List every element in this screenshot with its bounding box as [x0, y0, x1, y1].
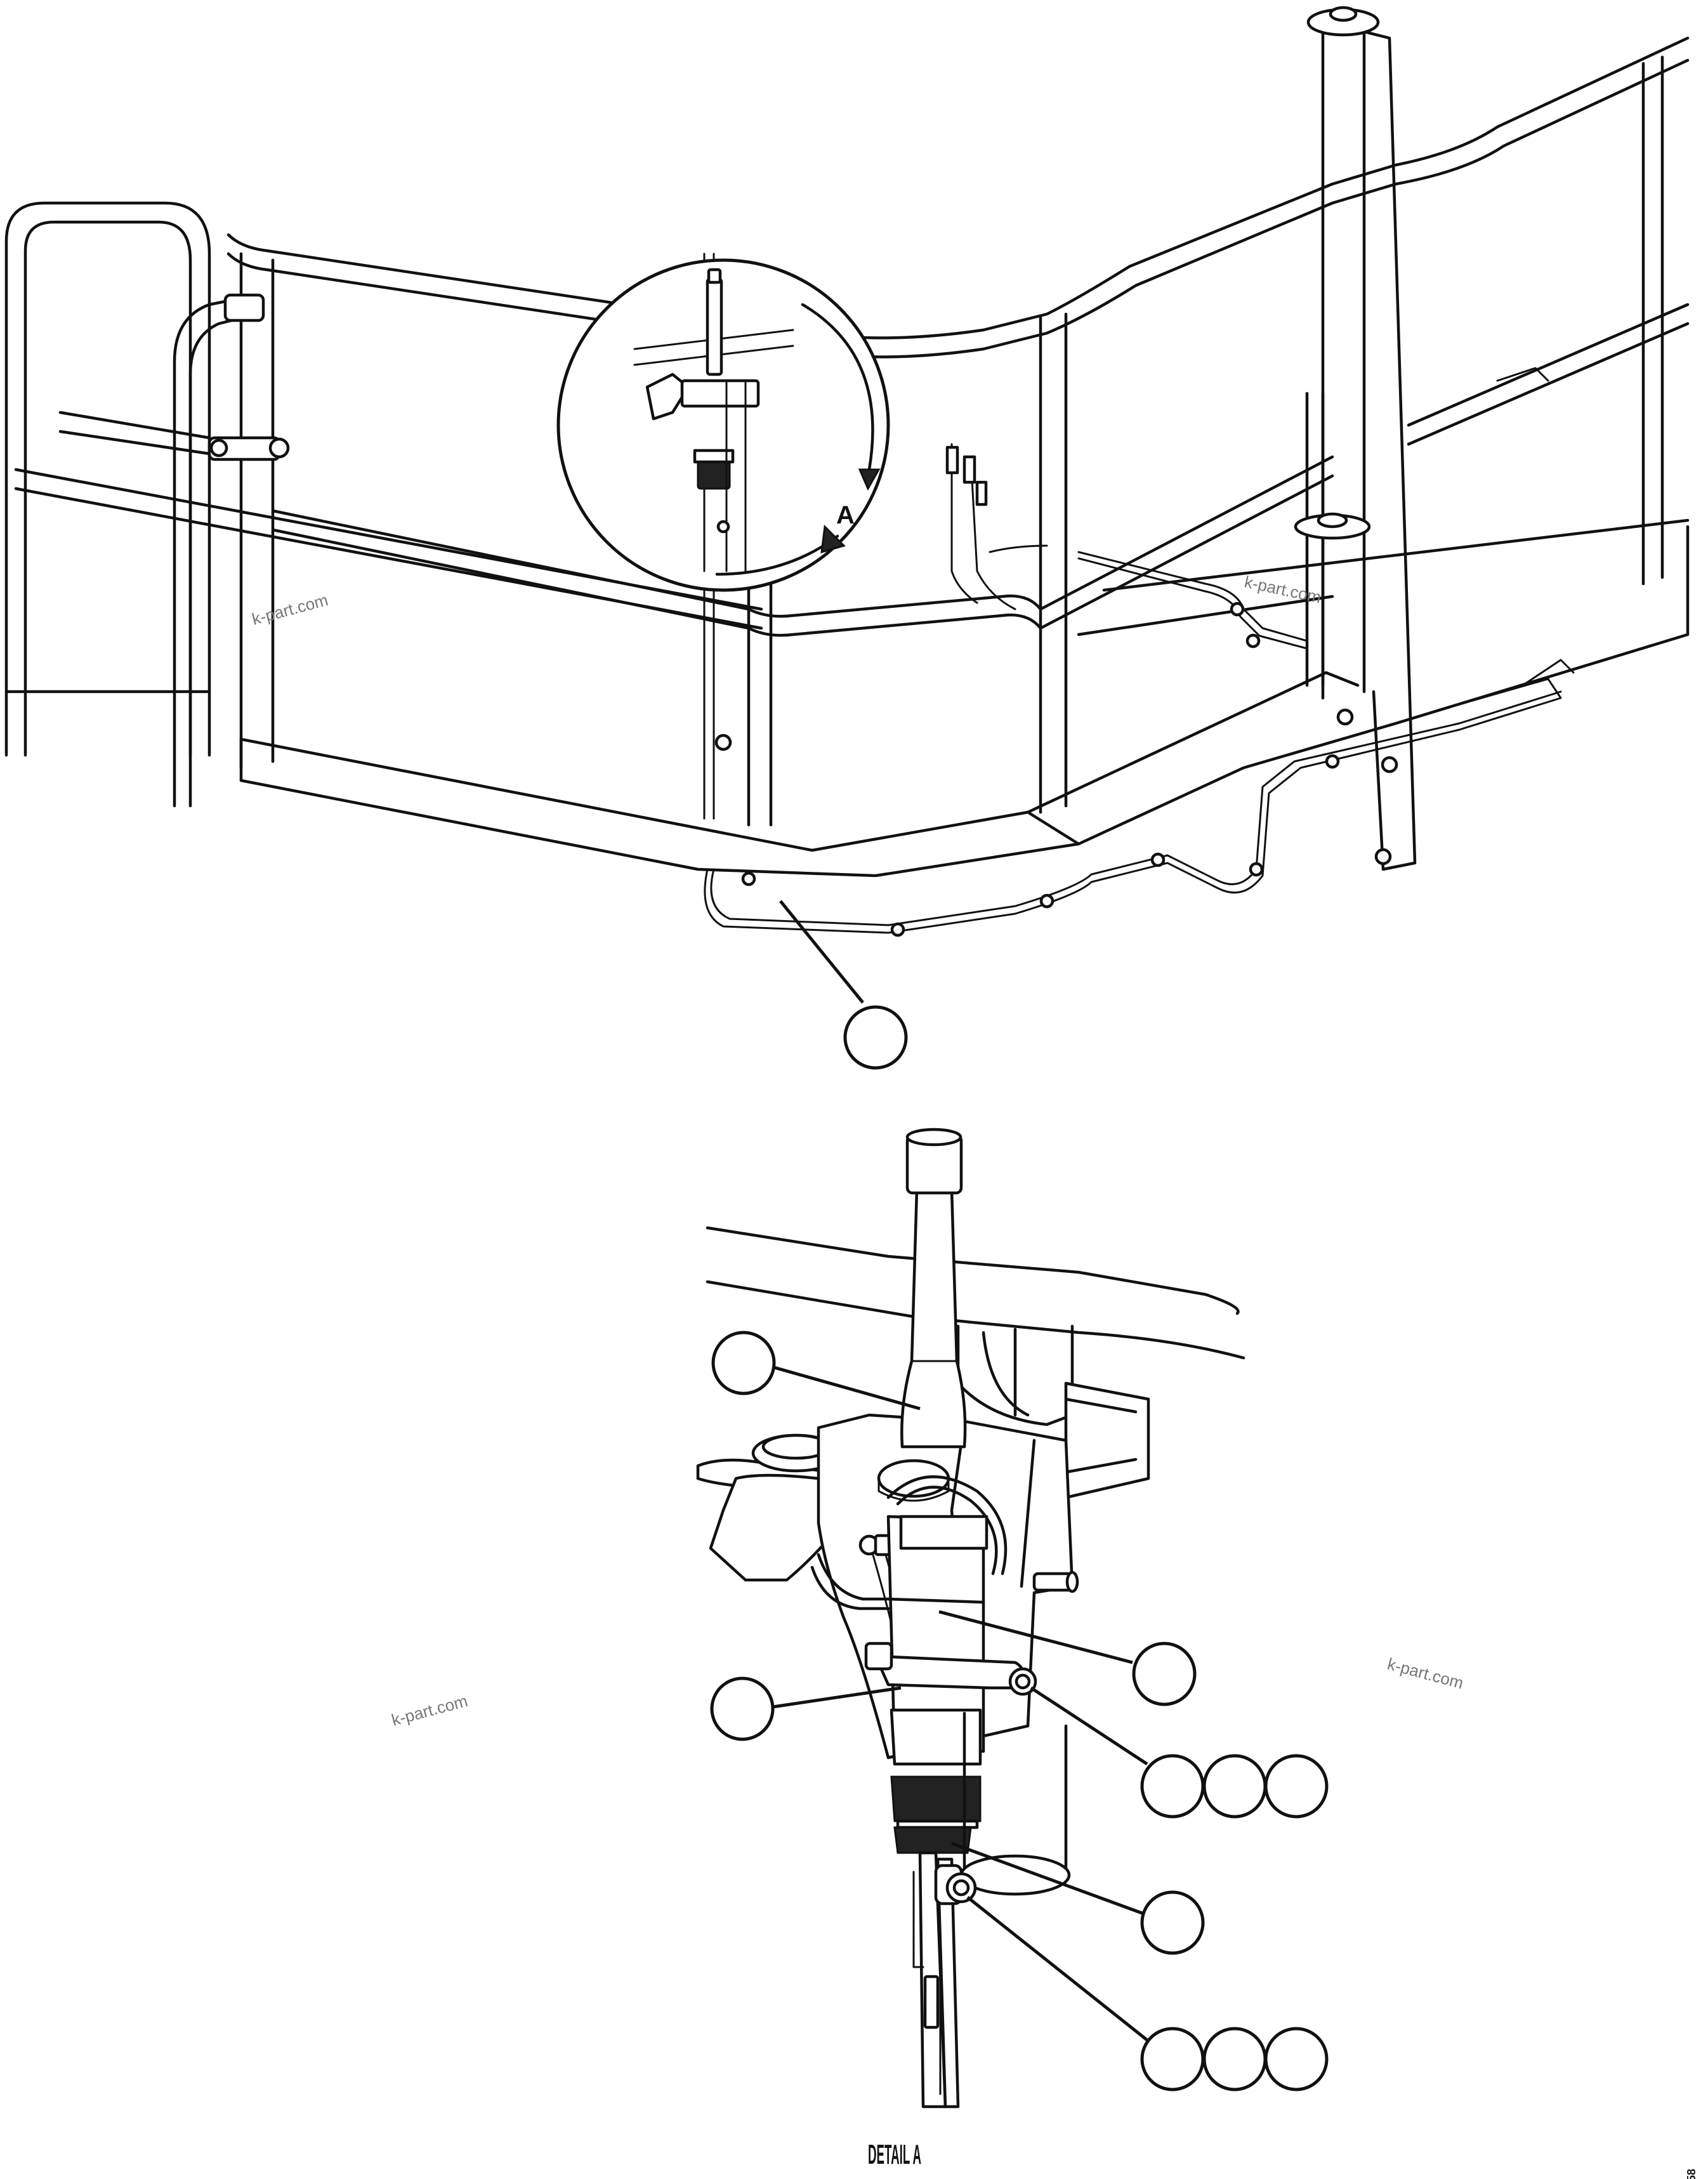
callout-overview-cable-routing — [843, 1005, 908, 1070]
detail-callouts — [710, 1331, 1329, 2091]
callout-clamp-hardware-3 — [1264, 1754, 1329, 1819]
detail-a-circle: A — [556, 258, 890, 592]
corner-code: E-58 — [1685, 2169, 1698, 2179]
handrail-overview — [4, 6, 1690, 937]
detail-title: DETAIL A — [868, 2139, 921, 2170]
watermark-4: k-part.com — [1385, 1654, 1465, 1693]
callout-clamp-hardware-2 — [1202, 1754, 1267, 1819]
callout-mount-bracket — [1132, 1642, 1197, 1706]
callout-clamp-hardware-1 — [1140, 1754, 1205, 1819]
callout-antenna — [711, 1331, 776, 1395]
view-label-a: A — [836, 501, 855, 529]
callout-cable-hardware-2 — [1202, 2027, 1267, 2091]
overview-callout — [779, 900, 908, 1070]
callout-cable-hardware-1 — [1140, 2027, 1205, 2091]
watermark-3: k-part.com — [390, 1691, 470, 1730]
callout-cable — [1140, 1890, 1205, 1955]
detail-a-view — [696, 1128, 1245, 2109]
watermark-1: k-part.com — [250, 590, 330, 629]
callout-cable-hardware-3 — [1264, 2027, 1329, 2091]
watermark-2: k-part.com — [1243, 572, 1323, 607]
callout-clamp — [710, 1676, 775, 1741]
